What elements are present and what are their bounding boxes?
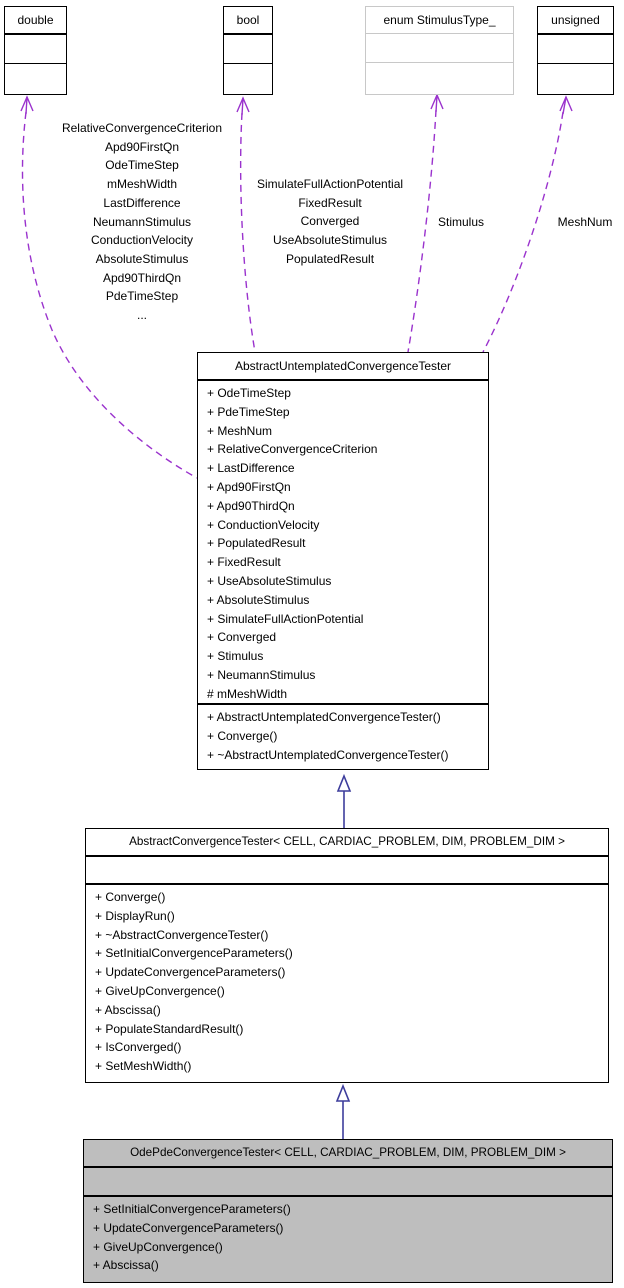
class-method: + SetInitialConvergenceParameters() [95, 946, 293, 961]
class-title: double [5, 7, 66, 35]
inheritance-triangle-icon [336, 773, 352, 792]
class-method: + GiveUpConvergence() [93, 1239, 223, 1254]
class-method: + SetMeshWidth() [95, 1059, 192, 1074]
class-attribute: + FixedResult [207, 555, 281, 570]
edge-label-line: ConductionVelocity [90, 233, 194, 248]
class-attribute: + ConductionVelocity [207, 517, 320, 532]
class-attribute: + SimulateFullActionPotential [207, 611, 364, 626]
class-attribute: + RelativeConvergenceCriterion [207, 442, 378, 457]
methods-compartment: + SetInitialConvergenceParameters() + Up… [84, 1197, 612, 1275]
class-method: + ~AbstractConvergenceTester() [95, 927, 269, 942]
class-method: + Converge() [207, 728, 278, 743]
class-title: enum StimulusType_ [366, 7, 513, 34]
class-attribute: + UseAbsoluteStimulus [207, 573, 332, 588]
class-title: OdePdeConvergenceTester< CELL, CARDIAC_P… [84, 1140, 612, 1168]
edge-label-bool-members: SimulateFullActionPotential FixedResult … [234, 175, 426, 269]
inheritance-edge-derived [336, 773, 352, 828]
class-method: + ~AbstractUntemplatedConvergenceTester(… [207, 747, 449, 762]
class-attribute: + Apd90FirstQn [207, 479, 291, 494]
class-attribute: + OdeTimeStep [207, 386, 291, 400]
edge-label-line: RelativeConvergenceCriterion [61, 121, 223, 135]
edge-label-line: mMeshWidth [106, 177, 177, 192]
edge-label-line: LastDifference [103, 195, 181, 210]
class-method: + Converge() [95, 890, 166, 904]
empty-compartment [366, 63, 513, 92]
class-box-bool: bool [223, 6, 273, 95]
edge-label-line: SimulateFullActionPotential [256, 177, 404, 191]
class-method: + AbstractUntemplatedConvergenceTester() [207, 710, 441, 724]
class-box-unsigned: unsigned [537, 6, 614, 95]
edge-label-double-members: RelativeConvergenceCriterion Apd90FirstQ… [30, 119, 254, 325]
empty-compartment [224, 64, 272, 93]
class-method: + GiveUpConvergence() [95, 983, 225, 998]
class-method: + SetInitialConvergenceParameters() [93, 1202, 291, 1216]
class-method: + DisplayRun() [95, 908, 175, 923]
attributes-compartment [84, 1168, 612, 1197]
class-box-abstract-convergence-tester[interactable]: AbstractConvergenceTester< CELL, CARDIAC… [85, 828, 609, 1083]
dependency-edge-double [20, 95, 198, 479]
edge-label-line: Apd90FirstQn [104, 139, 180, 154]
edge-label-line: ... [136, 308, 147, 323]
edge-label-line: UseAbsoluteStimulus [272, 233, 388, 248]
inheritance-triangle-icon [335, 1083, 351, 1102]
class-box-abstract-untemplated-convergence-tester[interactable]: AbstractUntemplatedConvergenceTester + O… [197, 352, 489, 770]
edge-label-line: FixedResult [298, 195, 362, 210]
class-attribute: + Stimulus [207, 649, 264, 664]
class-attribute: + LastDifference [207, 461, 295, 476]
class-box-odepde-convergence-tester: OdePdeConvergenceTester< CELL, CARDIAC_P… [83, 1139, 613, 1283]
class-method: + Abscissa() [95, 1002, 161, 1017]
class-title: AbstractConvergenceTester< CELL, CARDIAC… [86, 829, 608, 857]
edge-label-stimulus: Stimulus [437, 215, 484, 229]
dependency-edge-unsigned [482, 95, 573, 353]
dependency-edge-stimulustype [407, 93, 444, 353]
class-method: + PopulateStandardResult() [95, 1021, 244, 1036]
edge-label-line: PdeTimeStep [105, 289, 179, 304]
class-title: AbstractUntemplatedConvergenceTester [198, 353, 488, 381]
class-method: + UpdateConvergenceParameters() [93, 1220, 284, 1235]
inheritance-edge-leaf [335, 1083, 351, 1139]
edge-label-line: Apd90ThirdQn [102, 270, 182, 285]
class-title: bool [224, 7, 272, 35]
class-box-stimulustype: enum StimulusType_ [365, 6, 514, 95]
empty-compartment [5, 35, 66, 64]
edge-label-line: Converged [300, 214, 360, 229]
empty-compartment [224, 35, 272, 64]
edge-label-line: OdeTimeStep [105, 158, 179, 173]
edge-label-meshnum: MeshNum [557, 215, 613, 229]
class-box-double: double [4, 6, 67, 95]
class-attribute: + PdeTimeStep [207, 404, 290, 419]
attributes-compartment [86, 857, 608, 885]
class-title: unsigned [538, 7, 613, 35]
attributes-compartment: + OdeTimeStep + PdeTimeStep + MeshNum + … [198, 381, 488, 705]
edge-label-line: PopulatedResult [285, 251, 375, 266]
empty-compartment [538, 64, 613, 93]
class-method: + IsConverged() [95, 1040, 182, 1055]
class-attribute: # mMeshWidth [207, 686, 288, 701]
class-method: + Abscissa() [93, 1258, 159, 1273]
empty-compartment [5, 64, 66, 93]
class-attribute: + Converged [207, 630, 277, 645]
class-attribute: + MeshNum [207, 423, 273, 438]
edge-label-line: AbsoluteStimulus [95, 251, 189, 266]
class-method: + UpdateConvergenceParameters() [95, 965, 286, 980]
empty-compartment [538, 35, 613, 64]
methods-compartment: + AbstractUntemplatedConvergenceTester()… [198, 705, 488, 764]
class-attribute: + NeumannStimulus [207, 667, 316, 682]
edge-label-line: NeumannStimulus [92, 214, 192, 229]
class-attribute: + PopulatedResult [207, 536, 306, 551]
class-attribute: + AbsoluteStimulus [207, 592, 310, 607]
methods-compartment: + Converge() + DisplayRun() + ~AbstractC… [86, 885, 608, 1076]
class-attribute: + Apd90ThirdQn [207, 498, 295, 513]
dependency-edge-bool [236, 96, 256, 353]
empty-compartment [366, 34, 513, 63]
